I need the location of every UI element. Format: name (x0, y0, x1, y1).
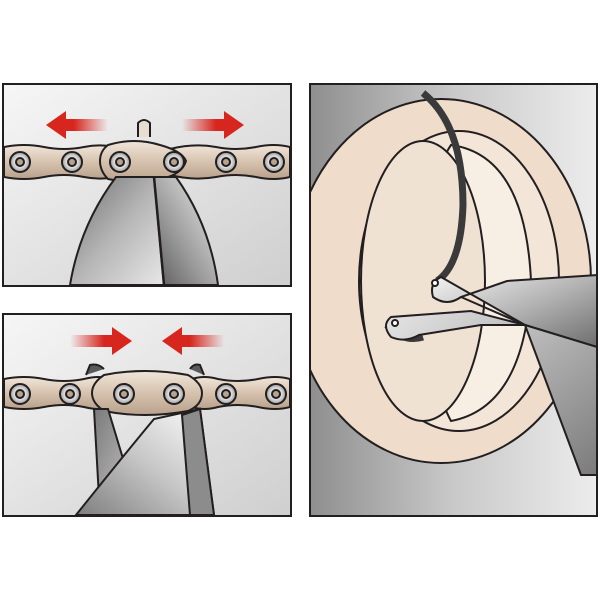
close-master-link-illustration (4, 315, 290, 515)
panel-open-master-link (2, 83, 292, 287)
open-master-link-illustration (4, 85, 290, 285)
master-link-pliers (74, 407, 216, 515)
snap-ring (420, 90, 467, 284)
chain-pin-icon (9, 151, 285, 173)
bearing-cup (311, 90, 592, 464)
master-link-pliers (68, 176, 220, 285)
arrow-left-icon (46, 111, 108, 139)
arrow-right-icon (182, 111, 244, 139)
snap-ring-pliers (385, 274, 596, 476)
panel-close-master-link (2, 313, 292, 517)
chain-pin-icon (9, 383, 287, 405)
arrow-right-icon (70, 327, 132, 355)
arrow-left-icon (162, 327, 224, 355)
panel-snap-ring-detail (309, 83, 598, 517)
snap-ring-detail-illustration (311, 85, 596, 515)
bicycle-chain (4, 119, 290, 183)
bicycle-chain (4, 363, 290, 416)
